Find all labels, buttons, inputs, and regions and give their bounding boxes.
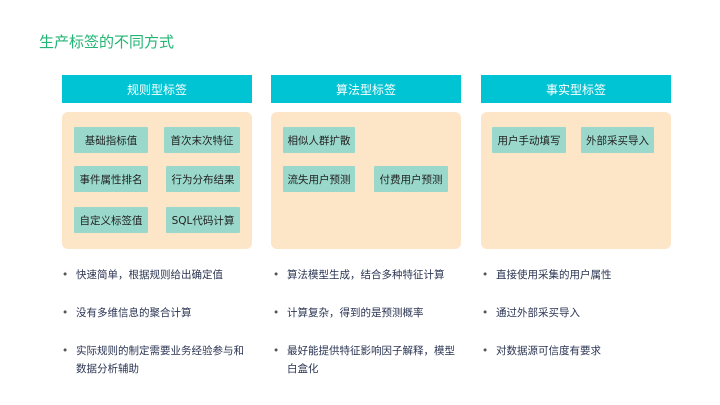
tag-chip: 外部采买导入 [581, 127, 654, 153]
tag-chip: 事件属性排名 [74, 166, 148, 192]
page-title: 生产标签的不同方式 [39, 33, 175, 51]
bullet-item: 没有多维信息的聚合计算 [62, 304, 261, 322]
bullet-item: 实际规则的制定需要业务经验参与和数据分析辅助 [62, 342, 254, 378]
tag-chip: 付费用户预测 [374, 166, 448, 192]
tag-chip: 行为分布结果 [166, 166, 240, 192]
header-rule-tags: 规则型标签 [62, 75, 252, 103]
bullet-item: 最好能提供特征影响因子解释，模型白盒化 [273, 342, 462, 378]
bullet-item: 算法模型生成，结合多种特征计算 [273, 266, 472, 284]
tag-chip: 首次末次特征 [164, 127, 240, 153]
header-algorithm-tags: 算法型标签 [271, 75, 461, 103]
header-fact-tags: 事实型标签 [481, 75, 671, 103]
bullet-item: 对数据源可信度有要求 [482, 342, 681, 360]
tag-chip: 基础指标值 [74, 127, 148, 153]
tag-chip: 自定义标签值 [74, 207, 148, 233]
tag-chip: 流失用户预测 [283, 166, 355, 192]
bullet-item: 快速简单，根据规则给出确定值 [62, 266, 261, 284]
bullet-item: 计算复杂，得到的是预测概率 [273, 304, 472, 322]
tag-chip: SQL代码计算 [166, 207, 240, 233]
tag-chip: 相似人群扩散 [283, 127, 355, 153]
bullet-item: 直接使用采集的用户属性 [482, 266, 681, 284]
bullet-item: 通过外部采买导入 [482, 304, 681, 322]
tag-chip: 用户手动填写 [492, 127, 566, 153]
